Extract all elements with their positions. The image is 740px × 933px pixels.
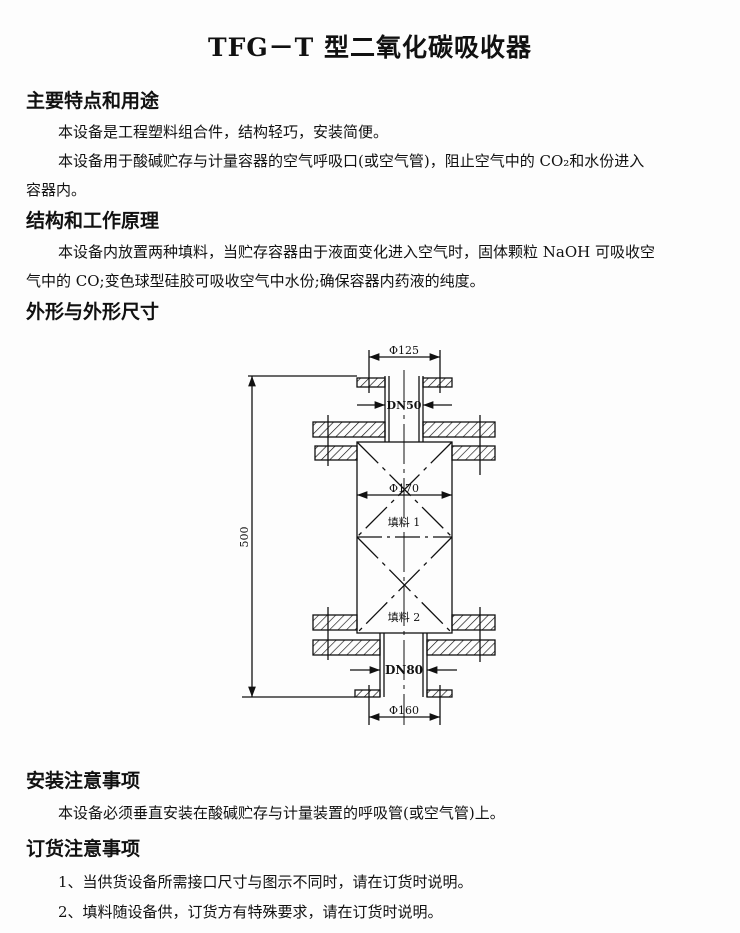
label-filler-1: 填料 1 xyxy=(388,515,421,529)
list-item: 2、填料随设备供，订货方有特殊要求，请在订货时说明。 xyxy=(58,903,443,921)
paragraph-line: 本设备内放置两种填料，当贮存容器由于液面变化进入空气时，固体颗粒 NaOH 可吸… xyxy=(58,243,655,261)
paragraph-line: 本设备必须垂直安装在酸碱贮存与计量装置的呼吸管(或空气管)上。 xyxy=(58,804,505,822)
heading-ordering: 订货注意事项 xyxy=(26,838,141,860)
label-height: 500 xyxy=(238,527,251,548)
label-body-dia: Φ170 xyxy=(389,482,419,495)
paragraph-line: 本设备是工程塑料组合件，结构轻巧，安装简便。 xyxy=(58,123,389,141)
page-title: TFG－T 型二氧化碳吸收器 xyxy=(207,33,532,62)
heading-features: 主要特点和用途 xyxy=(26,90,160,112)
paragraph-line: 容器内。 xyxy=(26,181,87,199)
paragraph-line: 本设备用于酸碱贮存与计量容器的空气呼吸口(或空气管)，阻止空气中的 CO₂和水份… xyxy=(58,152,645,170)
label-top-flange-dia: Φ125 xyxy=(389,344,419,357)
label-filler-2: 填料 2 xyxy=(388,610,421,624)
heading-dimensions: 外形与外形尺寸 xyxy=(26,301,160,323)
label-bottom-flange-dia: Φ160 xyxy=(389,704,419,717)
label-bottom-pipe: DN80 xyxy=(385,663,423,677)
heading-principle: 结构和工作原理 xyxy=(26,210,160,232)
heading-installation: 安装注意事项 xyxy=(26,770,141,792)
list-item: 1、当供货设备所需接口尺寸与图示不同时，请在订货时说明。 xyxy=(58,873,473,891)
label-top-pipe: DN50 xyxy=(387,399,422,412)
paragraph-line: 气中的 CO;变色球型硅胶可吸收空气中水份;确保容器内药液的纯度。 xyxy=(26,272,485,290)
